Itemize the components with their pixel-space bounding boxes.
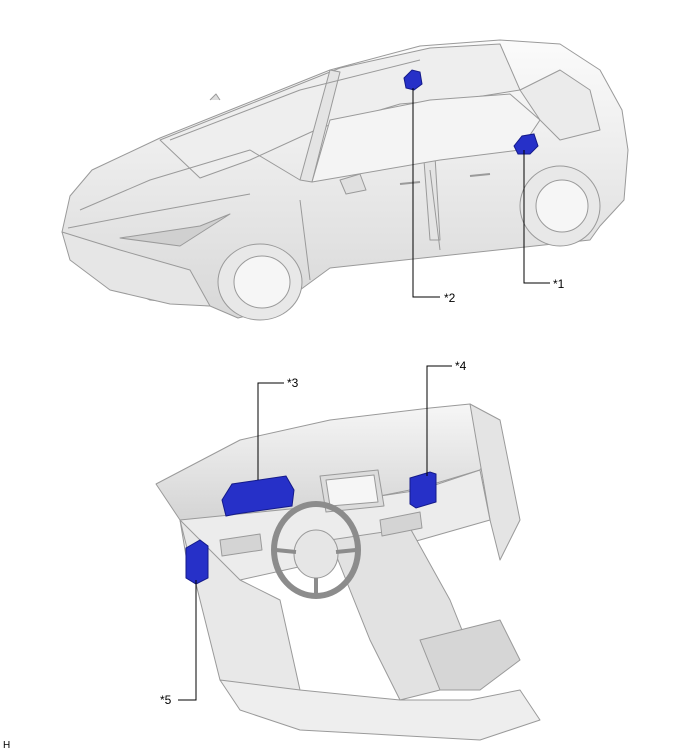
illustration-code: H xyxy=(3,740,11,751)
callout-4: *4 xyxy=(455,359,467,373)
leader-line-3 xyxy=(257,382,284,480)
callout-1: *1 xyxy=(553,277,565,291)
vehicle-headlight xyxy=(119,213,231,247)
component-2-overhead xyxy=(403,69,423,91)
callout-5: *5 xyxy=(160,693,172,707)
component-4-passenger-side xyxy=(409,471,437,509)
callout-3: *3 xyxy=(287,376,299,390)
vehicle-rear-window xyxy=(519,69,601,141)
vehicle-side-window xyxy=(311,93,541,183)
vehicle-a-pillar xyxy=(299,69,341,183)
component-1-rear-side xyxy=(513,133,539,155)
dash-a-pillar xyxy=(469,403,521,561)
dashboard-illustration xyxy=(155,403,541,741)
vehicle-roof-glass xyxy=(159,43,521,179)
callout-2: *2 xyxy=(444,291,456,305)
floor xyxy=(219,679,541,741)
component-5-driver-side xyxy=(185,539,209,585)
vehicle-side-mirror xyxy=(339,173,367,195)
vehicle-front-bumper xyxy=(61,231,211,307)
component-3-meter xyxy=(221,475,295,517)
leader-line-2 xyxy=(412,88,440,298)
leader-line-1 xyxy=(523,150,550,284)
leader-line-4 xyxy=(426,365,452,476)
leader-line-5 xyxy=(178,580,197,701)
vehicle-illustration xyxy=(61,39,629,321)
